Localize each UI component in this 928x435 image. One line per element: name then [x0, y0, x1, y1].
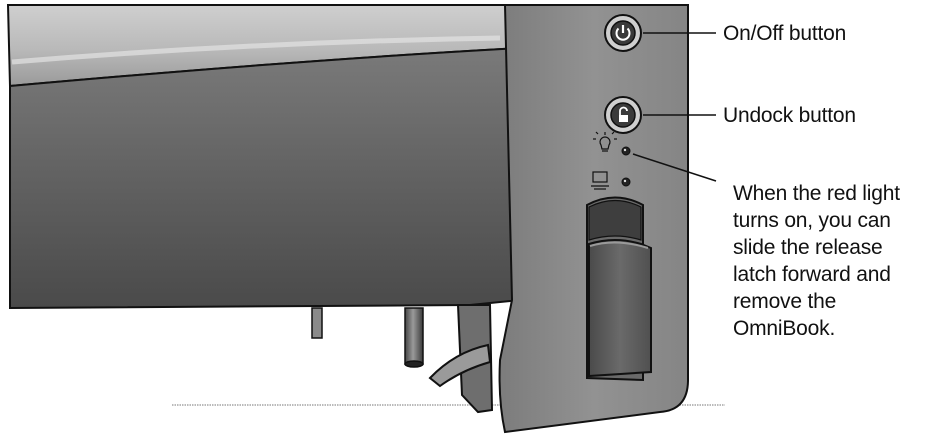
dock-lever [428, 343, 492, 388]
release-instruction-line: turns on, you can [733, 209, 891, 232]
docking-pin-cap [404, 360, 424, 368]
power-icon [615, 25, 631, 41]
release-instruction-line: slide the release [733, 236, 883, 259]
undock-button[interactable] [604, 96, 642, 134]
release-instruction-line: remove the [733, 290, 837, 313]
release-instruction-line: When the red light [733, 182, 900, 205]
notebook-highlight [11, 35, 501, 65]
docking-pin [404, 307, 424, 365]
notebook-front-face [9, 46, 521, 310]
docked-led [621, 177, 631, 187]
computer-icon [591, 171, 609, 190]
callout-line-release [632, 153, 717, 182]
status-led [621, 146, 631, 156]
power-button[interactable] [604, 14, 642, 52]
release-instruction-line: OmniBook. [733, 317, 836, 340]
light-bulb-icon [593, 131, 617, 152]
unlock-icon [619, 106, 628, 122]
release-latch[interactable] [586, 196, 652, 382]
undock-label: Undock button [723, 104, 856, 127]
support-peg [311, 307, 323, 339]
release-instruction-text: When the red light turns on, you can sli… [733, 180, 923, 342]
on-off-label: On/Off button [723, 22, 847, 45]
release-instruction-line: latch forward and [733, 263, 891, 286]
